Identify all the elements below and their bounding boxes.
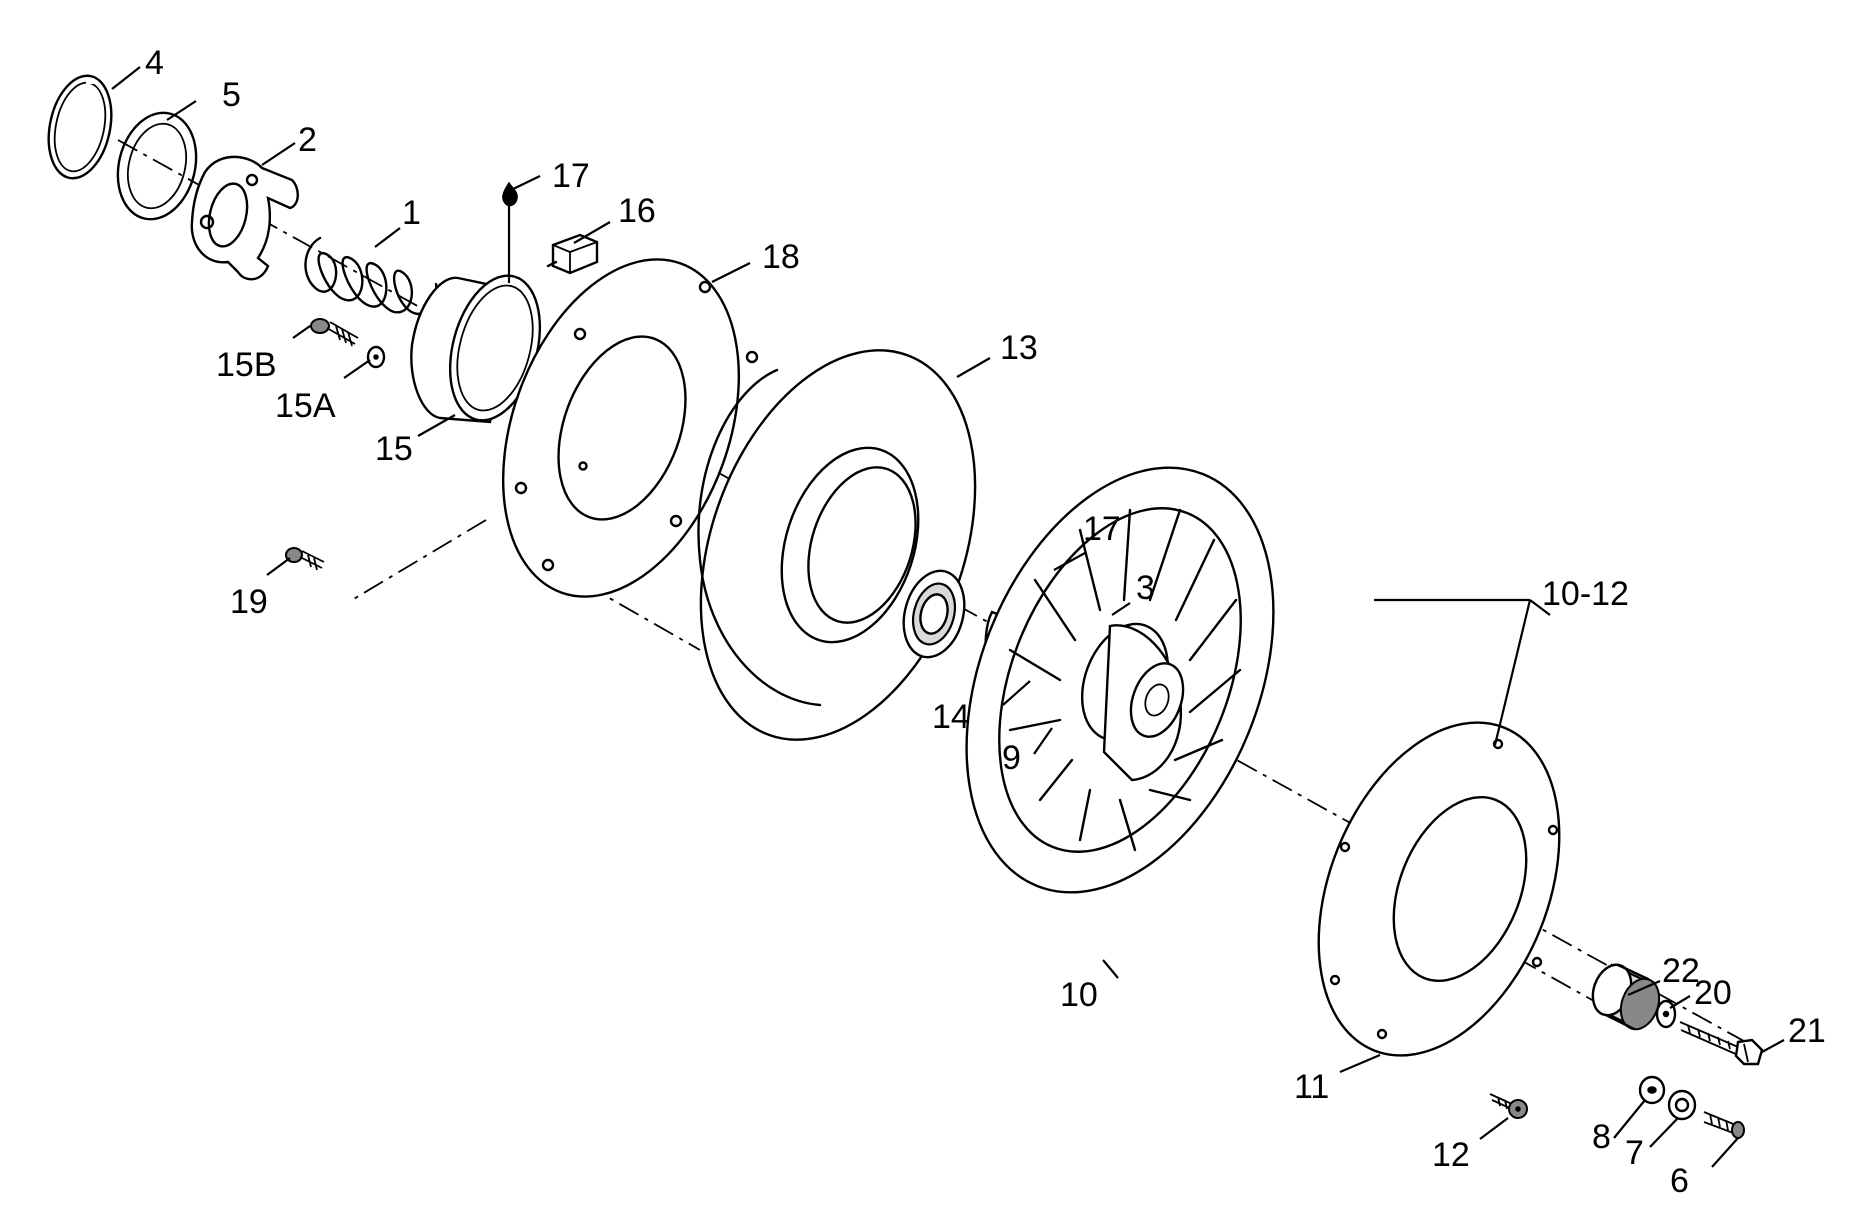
callout-3: 3 — [1136, 569, 1155, 607]
callout-10: 10 — [1060, 976, 1098, 1014]
part-8-washer — [1638, 1075, 1666, 1105]
part-17-grease-top — [502, 181, 518, 283]
callout-15b: 15B — [216, 346, 277, 384]
part-19-bolt — [285, 547, 325, 571]
part-22-spacer — [1591, 963, 1661, 1031]
part-15a-washer — [366, 345, 386, 369]
part-7-nut — [1667, 1089, 1697, 1121]
callout-22: 22 — [1662, 952, 1700, 990]
callout-6: 6 — [1670, 1162, 1689, 1200]
part-18-cover-plate — [501, 258, 759, 598]
part-12-bolt — [1489, 1093, 1528, 1119]
callout-15: 15 — [375, 430, 413, 468]
part-13-movable-sheave — [697, 349, 977, 741]
part-11-outer-plate — [1317, 721, 1561, 1057]
callout-15a: 15A — [275, 387, 336, 425]
part-15-sleeve — [410, 274, 542, 424]
part-20-washer — [1655, 999, 1677, 1029]
part-4-snap-ring — [47, 74, 113, 180]
part-6-screw — [1703, 1111, 1745, 1139]
callout-1: 1 — [402, 194, 421, 232]
callout-11: 11 — [1294, 1068, 1330, 1106]
callout-8: 8 — [1592, 1118, 1611, 1156]
callout-16: 16 — [618, 192, 656, 230]
part-15b-bolt — [310, 318, 359, 347]
callout-9: 9 — [1002, 739, 1021, 777]
leader-lines — [111, 66, 1785, 1168]
callout-5: 5 — [222, 76, 241, 114]
part-16-slider — [546, 233, 599, 275]
callout-2: 2 — [298, 121, 317, 159]
callout-19: 19 — [230, 583, 268, 621]
callout-21: 21 — [1788, 1012, 1826, 1050]
callout-12: 12 — [1432, 1136, 1470, 1174]
callout-17-top: 17 — [552, 157, 590, 195]
callout-4: 4 — [145, 44, 164, 82]
callout-18: 18 — [762, 238, 800, 276]
callout-17-mid: 17 — [1083, 510, 1121, 548]
callout-7: 7 — [1625, 1134, 1644, 1172]
part-5-washer — [116, 111, 198, 221]
callout-14: 14 — [932, 698, 970, 736]
callout-20: 20 — [1694, 974, 1732, 1012]
part-21-bolt — [1679, 1021, 1764, 1066]
callout-13: 13 — [1000, 329, 1038, 367]
part-10-fixed-sheave — [965, 466, 1275, 894]
part-2-spider — [190, 155, 299, 281]
part-1-spring — [304, 236, 438, 316]
callout-10-12: 10-12 — [1542, 575, 1629, 613]
